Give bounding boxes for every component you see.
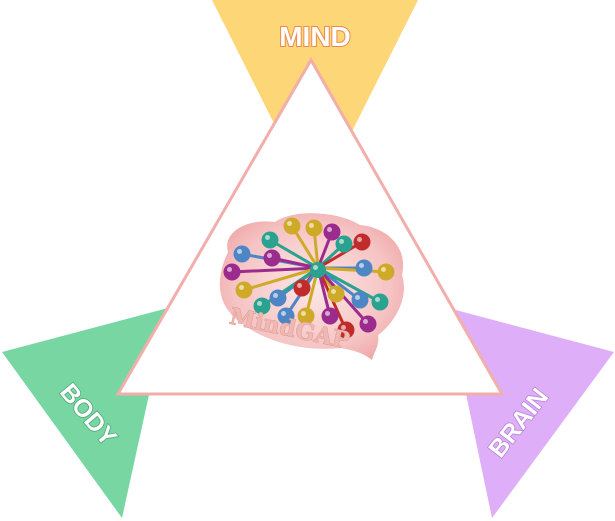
sphere-highlight — [239, 285, 244, 290]
molecule-sphere — [327, 285, 345, 303]
sphere-highlight — [381, 267, 386, 272]
brain-triangle — [448, 308, 614, 518]
molecule-spoke — [316, 266, 388, 274]
molecule-sphere — [310, 262, 326, 278]
sphere-highlight — [237, 249, 242, 254]
molecule-spoke — [242, 266, 320, 292]
sphere-highlight — [341, 325, 346, 330]
molecule-spoke — [316, 266, 382, 304]
mind-label: MIND — [279, 21, 351, 52]
molecule-sphere — [359, 315, 377, 333]
sphere-highlight — [331, 289, 336, 294]
sphere-highlight — [309, 223, 314, 228]
sphere-highlight — [357, 237, 362, 242]
molecule-spoke — [230, 266, 320, 274]
sphere-highlight — [363, 319, 368, 324]
sphere-highlight — [325, 311, 330, 316]
sphere-highlight — [375, 297, 380, 302]
molecule-spheres — [223, 217, 395, 339]
molecule-sphere — [371, 293, 389, 311]
body-triangle — [2, 308, 168, 518]
sphere-highlight — [281, 311, 286, 316]
molecule-sphere — [353, 233, 371, 251]
molecule-sphere — [261, 231, 279, 249]
molecule-spoke — [268, 238, 320, 270]
molecule-sphere — [269, 289, 287, 307]
molecule-sphere — [283, 217, 301, 235]
molecule-sphere — [323, 223, 341, 241]
molecule-sphere — [355, 259, 373, 277]
sphere-highlight — [267, 253, 272, 258]
molecule-sphere — [223, 263, 241, 281]
molecule-sphere — [335, 235, 353, 253]
sphere-highlight — [257, 301, 262, 306]
molecule-sphere — [263, 249, 281, 267]
sphere-highlight — [359, 263, 364, 268]
sphere-highlight — [313, 265, 318, 270]
sphere-highlight — [355, 295, 360, 300]
sphere-highlight — [265, 235, 270, 240]
molecule-sphere — [377, 263, 395, 281]
molecule-sphere — [293, 279, 311, 297]
sphere-highlight — [327, 227, 332, 232]
sphere-highlight — [301, 311, 306, 316]
sphere-highlight — [273, 293, 278, 298]
molecule-sphere — [351, 291, 369, 309]
molecule-spoke — [316, 240, 364, 270]
sphere-highlight — [287, 221, 292, 226]
sphere-highlight — [297, 283, 302, 288]
molecule-sphere — [235, 281, 253, 299]
molecule-sphere — [233, 245, 251, 263]
sphere-highlight — [227, 267, 232, 272]
sphere-highlight — [339, 239, 344, 244]
molecule-sphere — [305, 219, 323, 237]
